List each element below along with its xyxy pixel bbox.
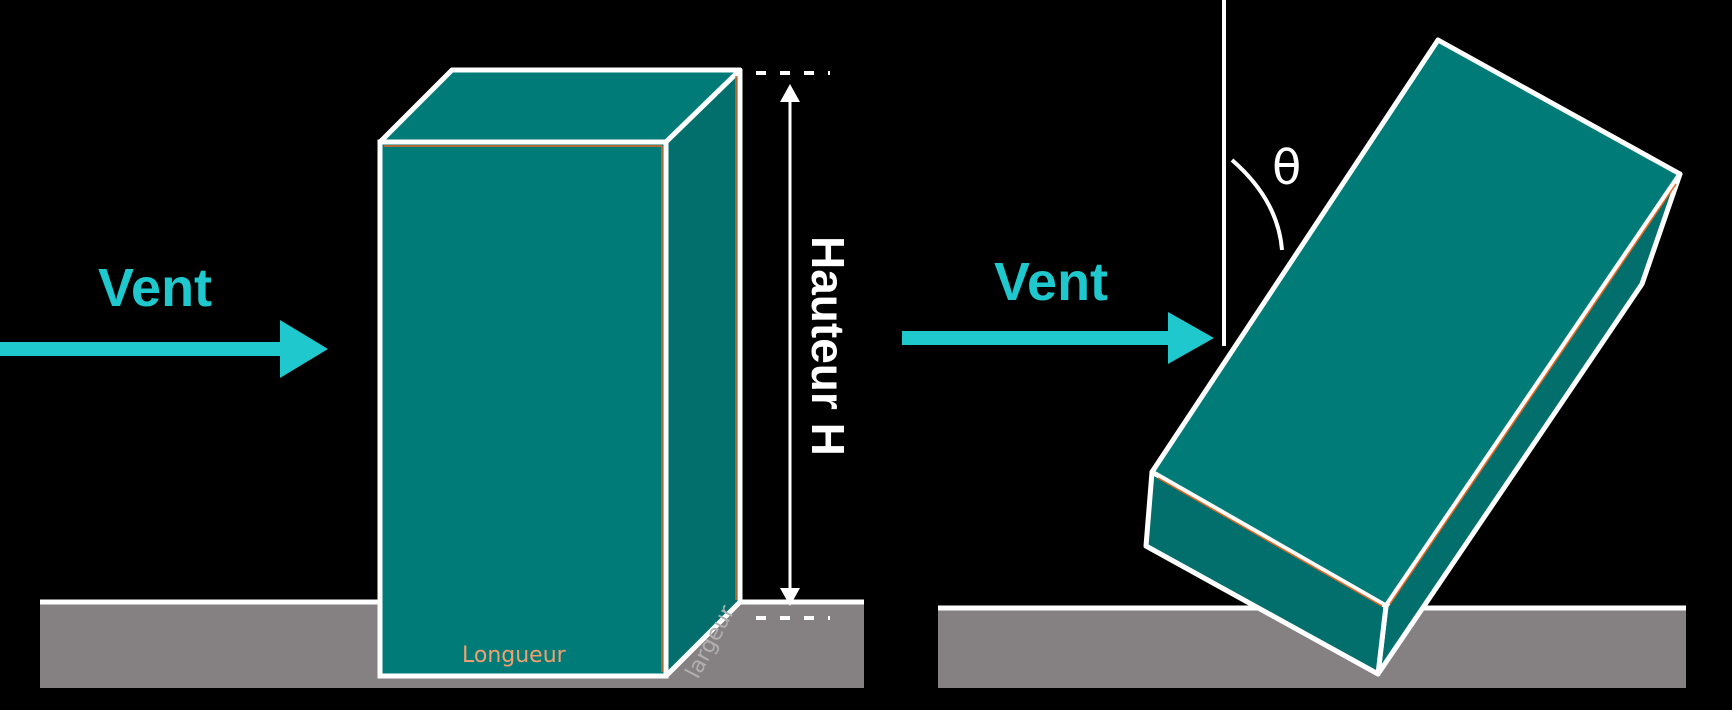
upright-block bbox=[377, 67, 743, 679]
length-label: Longueur bbox=[462, 643, 567, 668]
tilted-block bbox=[1143, 37, 1683, 677]
height-dimension bbox=[756, 71, 830, 620]
angle-label: θ bbox=[1272, 140, 1301, 196]
left-scene: Vent Longueur largeur Hauteur H bbox=[0, 67, 864, 688]
right-wind-arrow bbox=[902, 312, 1214, 364]
height-label: Hauteur H bbox=[802, 236, 854, 456]
left-wind-label: Vent bbox=[98, 258, 212, 318]
right-wind-label: Vent bbox=[994, 252, 1108, 312]
left-wind-arrow bbox=[0, 320, 328, 378]
upright-block-side bbox=[663, 67, 743, 679]
upright-block-front bbox=[377, 139, 669, 679]
angle-arc bbox=[1230, 158, 1284, 251]
tilted-block-top bbox=[1149, 37, 1683, 609]
right-scene: Vent θ bbox=[902, 0, 1686, 688]
